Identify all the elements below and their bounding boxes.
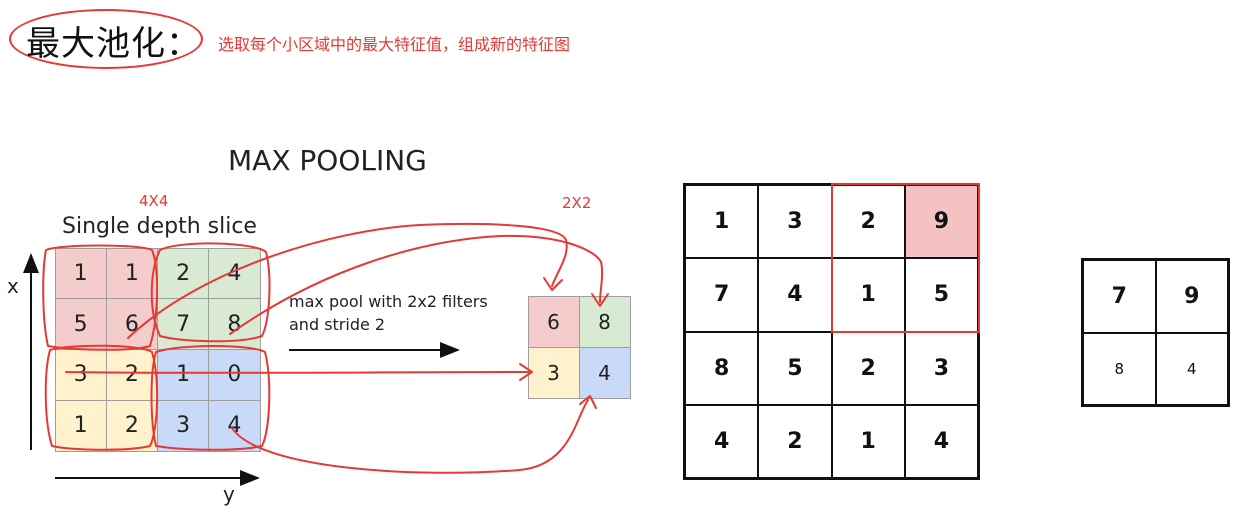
- pink-to-output-curve: [127, 222, 568, 339]
- output-cell: 8: [578, 295, 631, 348]
- example-cell: 2: [831, 185, 905, 259]
- blue-quadrant-scribble: [150, 345, 271, 451]
- output-feature-map: 6 8 3 4: [527, 295, 631, 399]
- pink-quadrant-scribble: [42, 244, 159, 351]
- operation-description: max pool with 2x2 filters and stride 2: [289, 290, 488, 336]
- result-cell: 7: [1083, 260, 1156, 333]
- result-cell: 8: [1083, 332, 1156, 405]
- blue-to-output-curve: [231, 399, 589, 474]
- x-axis-label: x: [7, 274, 19, 298]
- example-input-grid: 1 3 2 9 7 4 1 5 8 5 2 3 4 2 1 4: [683, 183, 980, 480]
- y-axis-label: y: [223, 482, 235, 506]
- example-cell: 1: [831, 258, 905, 332]
- example-cell: 2: [758, 404, 832, 478]
- example-cell: 3: [904, 331, 978, 405]
- blue-to-output-arrowhead: [579, 395, 597, 409]
- input-size-label: 4X4: [139, 192, 169, 210]
- example-cell: 4: [904, 404, 978, 478]
- input-cell: 2: [105, 399, 158, 452]
- example-cell: 1: [831, 404, 905, 478]
- pink-to-output-arrowhead: [543, 277, 563, 291]
- title-circle-annotation: [9, 9, 203, 69]
- example-cell: 5: [758, 331, 832, 405]
- result-cell: 9: [1155, 260, 1228, 333]
- example-cell: 7: [685, 258, 759, 332]
- yellow-to-output-arrowhead: [519, 363, 533, 381]
- input-cell: 2: [157, 247, 210, 300]
- input-cell: 3: [157, 399, 210, 452]
- example-cell: 4: [685, 404, 759, 478]
- example-result-grid: 7 9 8 4: [1081, 258, 1230, 407]
- yellow-to-output-line: [65, 371, 531, 374]
- green-to-output-arrowhead: [591, 293, 609, 307]
- title-description: 选取每个小区域中的最大特征值，组成新的特征图: [218, 35, 571, 54]
- example-cell: 2: [831, 331, 905, 405]
- operation-line-2: and stride 2: [289, 315, 386, 334]
- example-cell: 4: [758, 258, 832, 332]
- input-cell: 4: [208, 399, 261, 452]
- input-cell: 0: [208, 349, 261, 401]
- example-cell: 5: [904, 258, 978, 332]
- input-cell: 1: [105, 247, 158, 300]
- slice-label: Single depth slice: [62, 214, 257, 239]
- page-title: 最大池化：: [26, 24, 201, 64]
- input-feature-map: 1 1 2 4 5 6 7 8 3 2 1 0 1 2 3 4: [54, 247, 261, 452]
- input-cell: 1: [157, 349, 210, 401]
- green-quadrant-scribble: [150, 242, 271, 343]
- output-size-label: 2X2: [562, 194, 592, 212]
- yellow-quadrant-scribble: [44, 344, 159, 451]
- input-cell: 1: [54, 247, 107, 300]
- green-to-output-curve: [229, 234, 604, 335]
- result-cell: 4: [1155, 332, 1228, 405]
- example-cell: 3: [758, 185, 832, 259]
- output-cell: 4: [578, 346, 631, 399]
- example-cell: 1: [685, 185, 759, 259]
- example-cell-max: 9: [904, 185, 978, 259]
- operation-line-1: max pool with 2x2 filters: [289, 292, 488, 311]
- input-cell: 3: [54, 349, 107, 401]
- input-cell: 2: [105, 349, 158, 401]
- input-cell: 1: [54, 399, 107, 452]
- input-cell: 5: [54, 298, 107, 350]
- example-cell: 8: [685, 331, 759, 405]
- figure-heading: MAX POOLING: [228, 144, 427, 177]
